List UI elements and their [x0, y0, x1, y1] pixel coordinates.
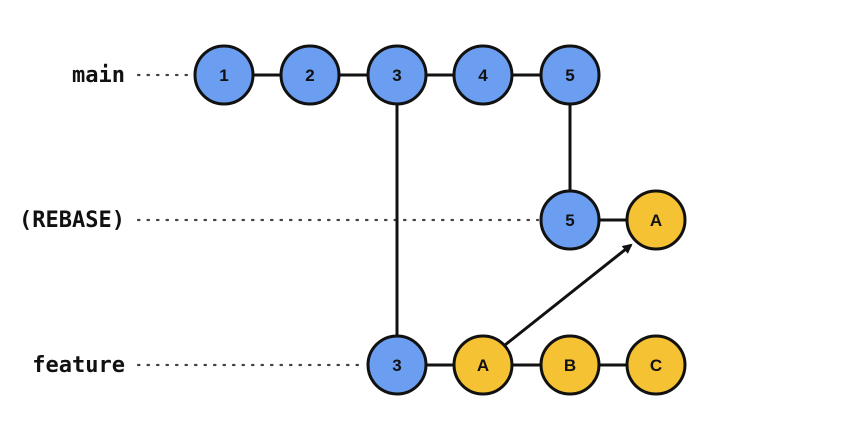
commit-label: A — [650, 211, 662, 230]
commit-node — [625, 334, 687, 396]
commit-label: 1 — [219, 66, 228, 85]
main-commit-1: 1 — [193, 44, 255, 106]
commit-label: C — [650, 356, 662, 375]
feature-commit-c: C — [625, 334, 687, 396]
commit-node — [366, 44, 428, 106]
rebase-lane-label: (REBASE) — [19, 208, 125, 233]
feature-branch-label: feature — [32, 353, 125, 378]
rebase-commit-a: A — [625, 189, 687, 251]
commit-node — [539, 334, 601, 396]
feature-commit-b: B — [539, 334, 601, 396]
commit-label: 5 — [565, 211, 574, 230]
main-branch-label: main — [72, 63, 125, 88]
main-commit-2: 2 — [279, 44, 341, 106]
rebase-arrow — [504, 243, 633, 347]
commit-node — [539, 44, 601, 106]
main-commit-5: 5 — [539, 44, 601, 106]
commit-label: B — [564, 356, 576, 375]
commit-node — [539, 189, 601, 251]
commit-label: 4 — [478, 66, 488, 85]
commit-node — [625, 189, 687, 251]
rebase-commit-5: 5 — [539, 189, 601, 251]
main-commit-4: 4 — [452, 44, 514, 106]
commit-label: 5 — [565, 66, 574, 85]
commit-label: 2 — [305, 66, 314, 85]
main-commit-3: 3 — [366, 44, 428, 106]
commit-node — [452, 44, 514, 106]
commit-node — [193, 44, 255, 106]
commit-label: 3 — [392, 66, 401, 85]
feature-commit-3: 3 — [366, 334, 428, 396]
commit-node — [279, 44, 341, 106]
commit-label: 3 — [392, 356, 401, 375]
commit-node — [366, 334, 428, 396]
commit-label: A — [477, 356, 489, 375]
commit-node — [452, 334, 514, 396]
feature-commit-a: A — [452, 334, 514, 396]
